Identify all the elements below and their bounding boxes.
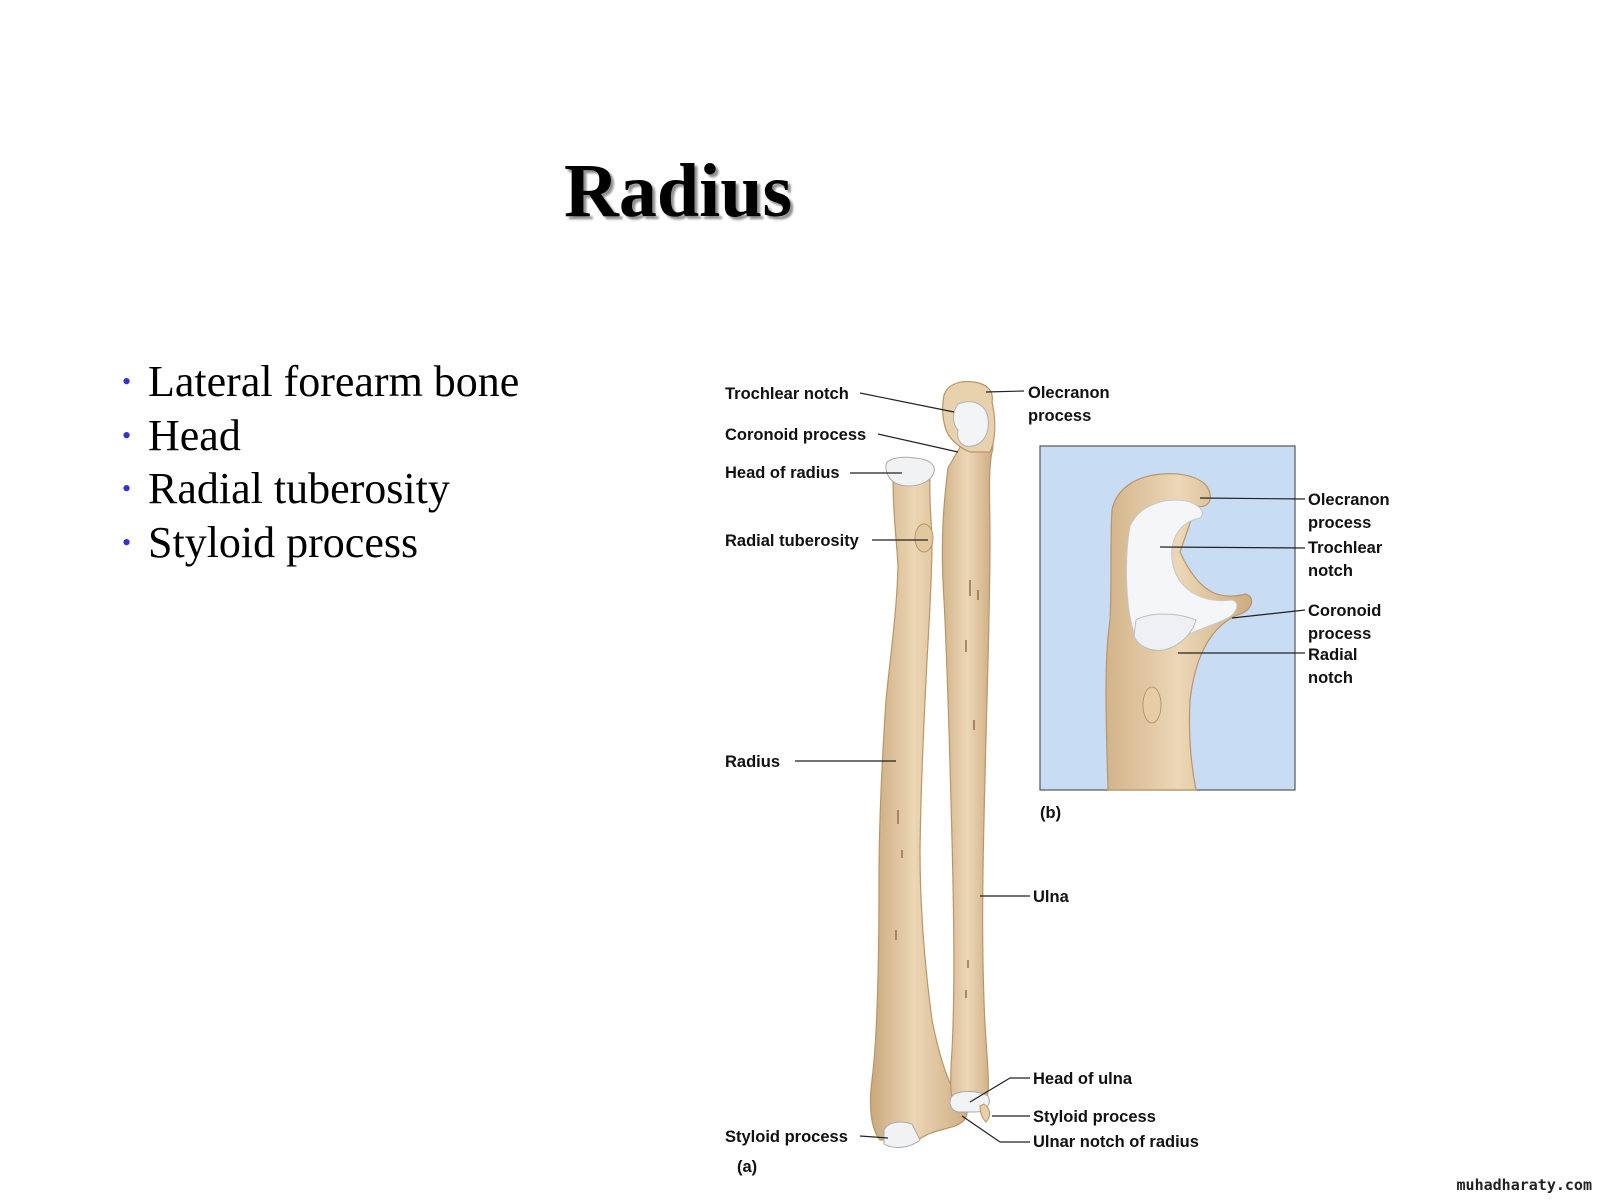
label-b-radial-notch-line2: notch bbox=[1308, 669, 1353, 687]
label-b-olecranon-process: Olecranon bbox=[1308, 491, 1390, 509]
ulna-bone bbox=[941, 380, 996, 1123]
label-trochlear-notch: Trochlear notch bbox=[725, 385, 849, 403]
panel-label-a: (a) bbox=[737, 1158, 757, 1176]
label-radial-tuberosity: Radial tuberosity bbox=[725, 532, 860, 550]
label-styloid-process-ulna: Styloid process bbox=[1033, 1108, 1156, 1126]
bullet-list: •Lateral forearm bone •Head •Radial tube… bbox=[122, 355, 519, 569]
label-radius: Radius bbox=[725, 753, 780, 771]
label-b-radial-notch: Radial bbox=[1308, 646, 1358, 664]
bullet-icon: • bbox=[122, 474, 132, 503]
leader-lines-a bbox=[795, 390, 1030, 1143]
watermark: muhadharaty.com bbox=[1456, 1176, 1592, 1194]
label-olecranon-process-line2: process bbox=[1028, 407, 1091, 425]
label-ulna: Ulna bbox=[1033, 888, 1070, 906]
label-b-olecranon-process-line2: process bbox=[1308, 514, 1371, 532]
bullet-item: •Head bbox=[122, 409, 519, 463]
label-b-coronoid-process: Coronoid bbox=[1308, 602, 1381, 620]
bullet-item: •Lateral forearm bone bbox=[122, 355, 519, 409]
bullet-icon: • bbox=[122, 420, 132, 450]
bullet-item: •Styloid process bbox=[122, 516, 519, 570]
label-ulnar-notch-of-radius: Ulnar notch of radius bbox=[1033, 1133, 1199, 1151]
label-coronoid-process: Coronoid process bbox=[725, 426, 866, 444]
inset-panel-b bbox=[1039, 445, 1296, 791]
panel-label-b: (b) bbox=[1040, 804, 1061, 822]
label-b-trochlear-notch-line2: notch bbox=[1308, 562, 1353, 580]
label-head-of-ulna: Head of ulna bbox=[1033, 1070, 1133, 1088]
label-b-trochlear-notch: Trochlear bbox=[1308, 539, 1383, 557]
slide-title: Radius bbox=[563, 149, 793, 233]
leader-lines-b bbox=[1159, 497, 1306, 654]
label-b-coronoid-process-line2: process bbox=[1308, 625, 1371, 643]
label-styloid-process-radius: Styloid process bbox=[725, 1128, 848, 1146]
bullet-icon: • bbox=[122, 367, 132, 396]
label-head-of-radius: Head of radius bbox=[725, 464, 840, 482]
label-olecranon-process: Olecranon bbox=[1028, 384, 1110, 402]
radius-bone bbox=[869, 456, 968, 1148]
bullet-item: •Radial tuberosity bbox=[122, 462, 519, 516]
bullet-icon: • bbox=[122, 527, 132, 557]
